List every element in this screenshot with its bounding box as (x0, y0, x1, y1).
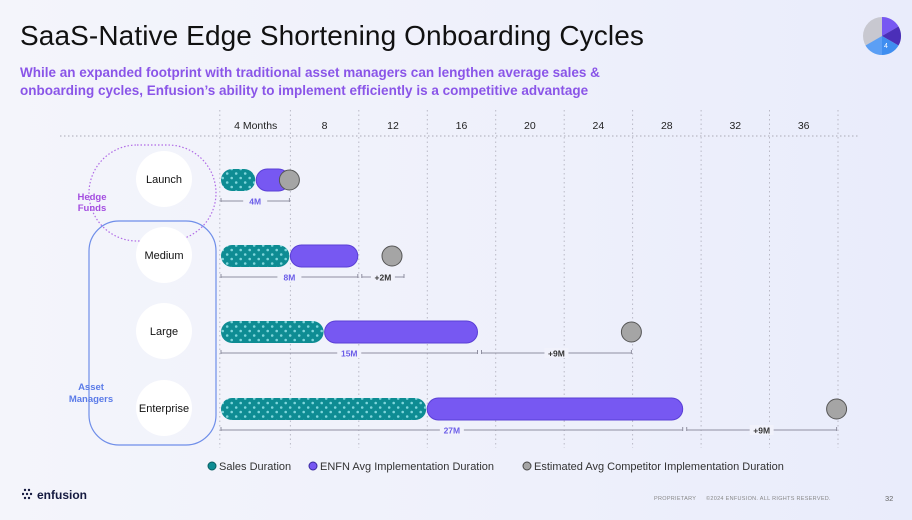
total-label: 8M (283, 273, 295, 283)
extra-label-bg (749, 425, 774, 435)
competitor-marker (381, 245, 403, 267)
enfn-bar (289, 244, 359, 268)
row-label: Medium (144, 250, 183, 262)
x-tick-label: 36 (798, 120, 810, 132)
row-label-circle (136, 380, 192, 436)
page-title: SaaS-Native Edge Shortening Onboarding C… (20, 20, 644, 51)
total-label-bg (277, 272, 302, 282)
x-tick-label: 4 Months (234, 120, 277, 132)
legend-label: Sales Duration (219, 461, 291, 473)
competitor-marker (826, 398, 848, 420)
enfusion-logo-icon (22, 488, 33, 500)
page-number: 32 (885, 494, 894, 503)
extra-label-bg (370, 272, 395, 282)
legend-label: Estimated Avg Competitor Implementation … (534, 461, 784, 473)
group-label-asset-managers: Managers (69, 394, 113, 405)
sales-bar (221, 321, 324, 343)
x-tick-label: 12 (387, 120, 399, 132)
total-label-bg (439, 425, 464, 435)
corner-badge-label: 4 (884, 43, 888, 50)
competitor-marker (278, 169, 300, 191)
pie-badge-icon: 4 (862, 16, 902, 61)
enfusion-brand: enfusion (37, 488, 87, 502)
sales-bar (221, 245, 290, 267)
total-label: 15M (341, 349, 358, 359)
group-label-hedge-funds: Funds (78, 203, 107, 214)
extra-label: +9M (548, 349, 565, 359)
row-label-circle (136, 227, 192, 283)
x-tick-label: 16 (456, 120, 468, 132)
x-tick-label: 20 (524, 120, 536, 132)
asset-managers-group-outline (88, 220, 217, 446)
extra-label: +2M (375, 273, 392, 283)
group-label-asset-managers: Asset (78, 382, 105, 393)
legend-label: ENFN Avg Implementation Duration (320, 461, 494, 473)
row-label: Large (150, 326, 178, 338)
total-label: 27M (444, 426, 461, 436)
page-subtitle: While an expanded footprint with traditi… (20, 65, 600, 98)
row-label: Enterprise (139, 403, 189, 415)
x-tick-label: 8 (322, 120, 328, 132)
total-label-bg (337, 348, 362, 358)
x-tick-label: 32 (729, 120, 741, 132)
total-label: 4M (249, 197, 261, 207)
row-label-circle (136, 151, 192, 207)
footer-copyright: ©2024 ENFUSION. ALL RIGHTS RESERVED. (706, 496, 831, 502)
row-label-circle (136, 303, 192, 359)
group-label-hedge-funds: Hedge (77, 192, 106, 203)
x-tick-label: 28 (661, 120, 673, 132)
competitor-marker (620, 321, 642, 343)
row-label: Launch (146, 174, 182, 186)
footer-proprietary: PROPRIETARY (654, 496, 697, 502)
legend-swatch (522, 461, 532, 471)
sales-bar (221, 169, 256, 191)
enfn-bar (324, 320, 478, 344)
legend-swatch (207, 461, 217, 471)
sales-bar (221, 398, 427, 420)
enfusion-logo: enfusion (22, 488, 87, 502)
total-label-bg (243, 196, 268, 206)
enfn-bar (426, 397, 684, 421)
extra-label: +9M (753, 426, 770, 436)
legend-swatch (308, 461, 318, 471)
x-tick-label: 24 (593, 120, 605, 132)
extra-label-bg (544, 348, 569, 358)
